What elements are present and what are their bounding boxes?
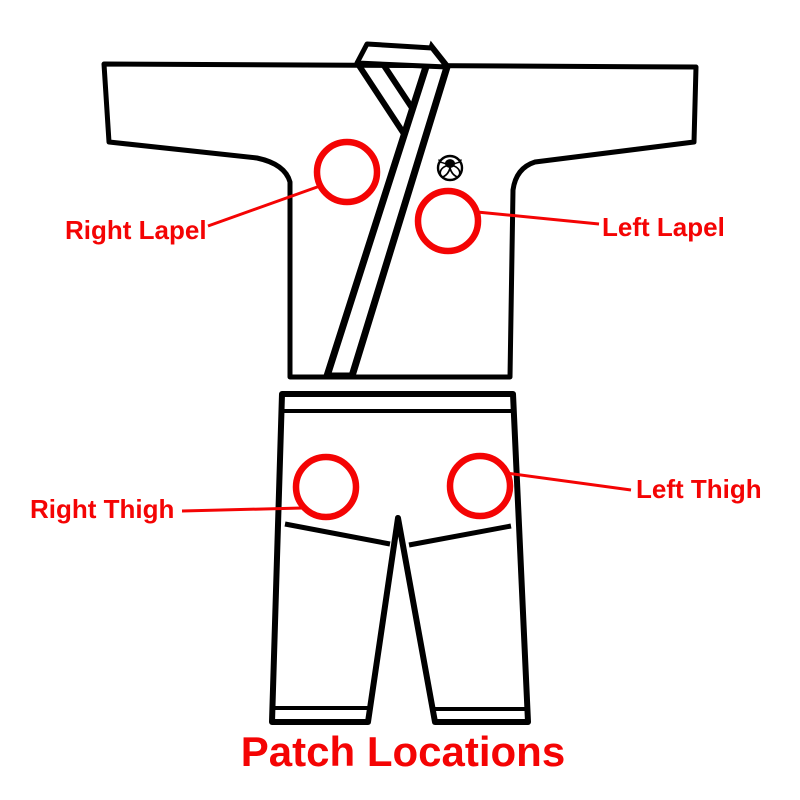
- gi-pants-outline: [269, 391, 531, 725]
- label-left-lapel: Left Lapel: [602, 212, 725, 242]
- left-hip-seam-line: [408, 523, 512, 548]
- leader-line-left-lapel: [476, 210, 600, 226]
- label-right-thigh: Right Thigh: [30, 494, 174, 524]
- leader-line-right-lapel: [207, 184, 321, 228]
- right-lapel-band-outer-line: [355, 62, 413, 145]
- patch-marker-left-lapel: [414, 187, 482, 255]
- collar-back-band: [354, 41, 450, 70]
- label-right-lapel: Right Lapel: [65, 215, 207, 245]
- leader-line-left-thigh: [505, 471, 632, 492]
- patch-marker-right-thigh: [292, 453, 360, 521]
- label-left-thigh: Left Thigh: [636, 474, 762, 504]
- patch-marker-left-thigh: [446, 452, 514, 520]
- leader-line-right-thigh: [181, 506, 303, 513]
- diagram-title: Patch Locations: [241, 728, 565, 775]
- right-hip-seam-line: [284, 521, 391, 547]
- octopus-crest-icon: [436, 154, 464, 182]
- patch-marker-right-lapel: [313, 138, 381, 206]
